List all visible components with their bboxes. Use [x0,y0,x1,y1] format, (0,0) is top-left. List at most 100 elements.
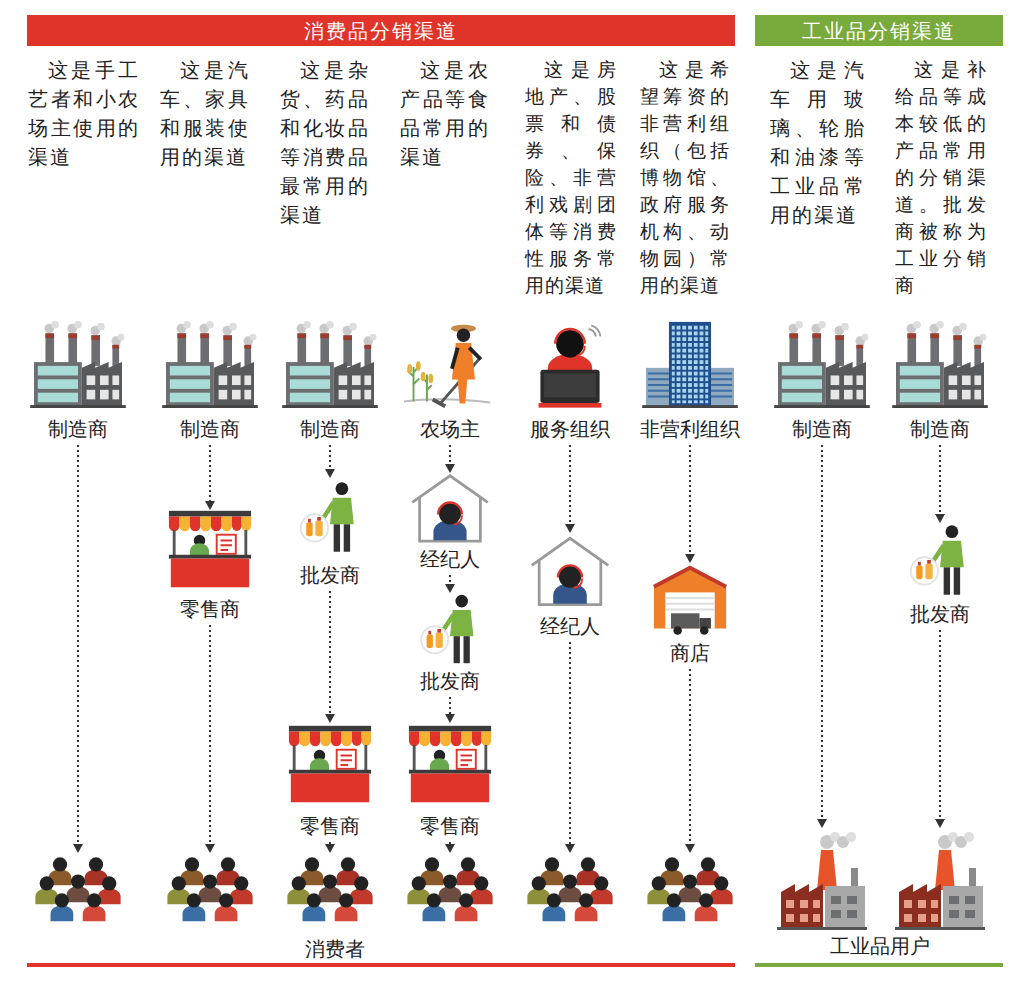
node-label: 批发商 [420,668,480,694]
store-node: 商店 [648,563,732,666]
channel-arrow [325,445,335,478]
arrow-head [685,554,695,563]
channel-arrow [565,445,575,533]
nonprofit-node: 非营利组织 [634,320,746,442]
farmer-icon [404,325,490,407]
industrial-user-row: 工业品用户 [755,828,1003,960]
arrow-head [325,714,335,723]
consumer-icon [647,857,732,921]
channel-arrow [325,591,335,723]
wholesaler-node: 批发商 [408,593,492,694]
dotted-line [209,445,211,502]
node-label: 消费品分销渠道 [304,18,458,44]
node-label: 工业品用户 [830,933,930,959]
broker-node: 经纪人 [408,473,492,572]
dotted-line [569,445,571,525]
description-text: 这是汽车用玻璃、轮胎和油漆等工业品常用的渠道 [770,56,866,230]
arrow-head [685,844,695,853]
channel-arrow [685,445,695,563]
node-label: 批发商 [910,601,970,627]
channel-arrow [325,842,335,853]
node-label: 农场主 [420,416,480,442]
arrow-head [73,844,83,853]
factory-icon [892,321,988,408]
node-label: 批发商 [300,562,360,588]
description-text: 这是房地产、股票和债券、保险、非营利戏剧团体等消费性服务常用的渠道 [525,56,617,299]
wholesaler-node: 批发商 [288,478,372,588]
retailer-node: 零售商 [168,510,252,622]
manufacturer-node: 制造商 [288,320,372,442]
node-label: 制造商 [792,416,852,442]
channel-arrow [205,445,215,510]
description-text: 这是杂货、药品和化妆品等消费品最常用的渠道 [280,56,370,230]
arrow-head [565,524,575,533]
node-label: 非营利组织 [640,416,740,442]
dotted-line [821,445,823,820]
service-icon [539,325,602,407]
dotted-line [569,642,571,845]
retailer-icon [409,726,491,802]
farmer-node: 农场主 [408,322,492,442]
wholesaler-icon [911,525,964,594]
description-text: 这是汽车、家具和服装使用的渠道 [160,56,250,172]
node-label: 经纪人 [540,613,600,639]
arrow-head [565,844,575,853]
bottom-rule [755,963,1003,967]
arrow-head [817,819,827,828]
channel-arrow [73,445,83,853]
service-node: 服务组织 [524,322,616,442]
dotted-line [77,445,79,845]
arrow-head [205,844,215,853]
node-label: 经纪人 [420,546,480,572]
channel-header: 工业品分销渠道 [755,15,1003,46]
consumer-icon [35,857,120,921]
description-text: 这是农产品等食品常用的渠道 [400,56,490,172]
consumer-icon [167,857,252,921]
factory-icon [774,321,870,408]
manufacturer-node: 制造商 [780,320,864,442]
broker-node: 经纪人 [528,533,612,639]
node-label: 零售商 [420,813,480,839]
channel-arrow [445,445,455,473]
channel-arrow [205,625,215,853]
factory-icon [30,321,126,408]
arrow-head [935,514,945,523]
wholesaler-icon [421,595,473,663]
channel-arrow [565,642,575,853]
dotted-line [689,445,691,555]
node-label: 制造商 [180,416,240,442]
channel-arrow [445,575,455,593]
node-label: 商店 [670,640,710,666]
manufacturer-node: 制造商 [898,320,982,442]
arrow-head [935,819,945,828]
node-label: 工业品分销渠道 [802,18,956,44]
arrow-head [205,501,215,510]
description-text: 这是希望筹资的非营利组织（包括博物馆、政府服务机构、动物园）常用的渠道 [640,56,730,299]
retailer-icon [169,511,251,587]
arrow-head [325,844,335,853]
retailer-node: 零售商 [288,723,372,839]
channel-arrow [445,697,455,723]
broker-icon [532,538,609,604]
factory-icon [162,321,258,408]
factory-icon [282,321,378,408]
arrow-head [445,844,455,853]
manufacturer-node: 制造商 [168,320,252,442]
bottom-rule [27,963,735,967]
node-label: 服务组织 [530,416,610,442]
manufacturer-node: 制造商 [36,320,120,442]
building-icon [642,322,738,408]
node-label: 制造商 [300,416,360,442]
broker-icon [412,476,488,541]
consumer-icon [527,857,612,921]
dotted-line [449,575,451,585]
dotted-line [939,445,941,515]
industrial-user-icon [777,832,867,930]
node-label: 制造商 [48,416,108,442]
wholesaler-node: 批发商 [898,523,982,627]
dotted-line [939,630,941,820]
consumer-row: 消费者 [27,853,735,960]
